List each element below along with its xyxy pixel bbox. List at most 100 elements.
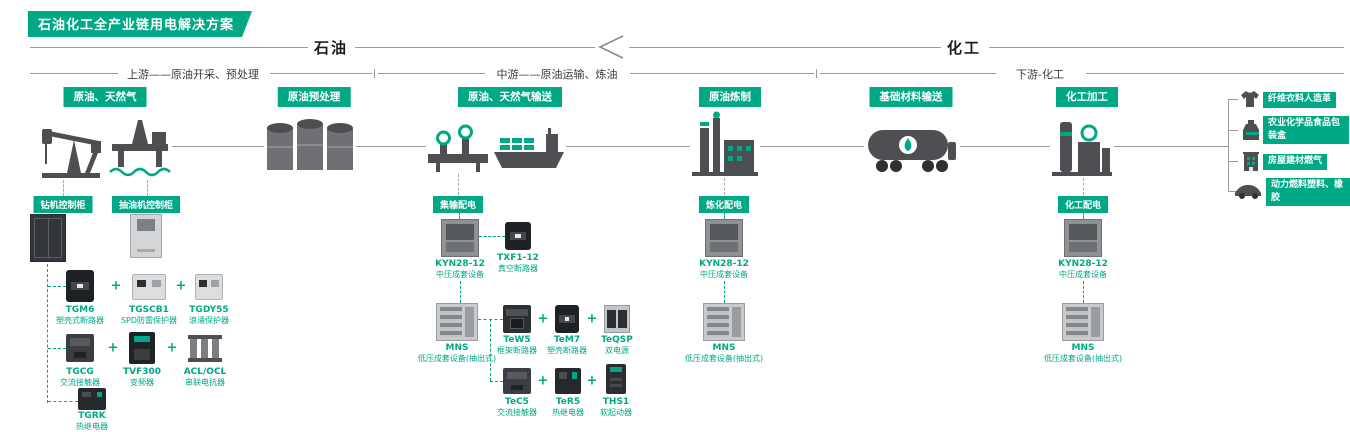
product-label-txf1: TXF1-12 真空断路器 <box>497 253 539 273</box>
stage-line <box>378 73 485 74</box>
product-label-tvf300: TVF300 变频器 <box>122 367 162 387</box>
plus-icon: + <box>107 340 119 356</box>
tanker-ship-icon <box>494 122 564 176</box>
dashed-connector <box>490 319 491 381</box>
dashed-connector <box>724 178 725 195</box>
product-label-ths1: THS1 软起动器 <box>600 397 632 417</box>
stage-line <box>1086 73 1344 74</box>
dashed-connector <box>460 281 461 303</box>
bracket-stub <box>1228 130 1238 131</box>
dashed-connector <box>1083 281 1084 303</box>
flask-icon <box>1242 119 1260 145</box>
pump-control-cabinet-image <box>130 214 162 258</box>
panel-badge-pump-control: 抽油机控制柜 <box>111 196 181 213</box>
product-image-kyn-chemical <box>1064 219 1102 257</box>
dashed-connector <box>459 209 460 219</box>
product-label-mns-refining: MNS 低压成套设备(抽出式) <box>684 343 764 363</box>
dashed-connector <box>724 281 725 303</box>
car-icon <box>1233 183 1263 203</box>
section-line <box>355 47 595 48</box>
product-image-mns-gathering <box>436 303 478 341</box>
panel-badge-drill-control: 钻机控制柜 <box>33 196 93 213</box>
product-label-mns-gathering: MNS 低压成套设备(抽出式) <box>417 343 497 363</box>
product-image-tem7 <box>555 305 579 333</box>
end-product-building: 房屋建材燃气 <box>1263 154 1328 170</box>
product-label-mns-chemical: MNS 低压成套设备(抽出式) <box>1043 343 1123 363</box>
product-image-mns-refining <box>703 303 745 341</box>
building-icon <box>1242 151 1260 175</box>
product-image-ter5 <box>555 368 581 394</box>
plus-icon: + <box>110 278 122 294</box>
tshirt-icon <box>1240 89 1260 113</box>
tanker-truck-icon <box>866 122 958 178</box>
plus-icon: + <box>537 311 549 327</box>
connector-line <box>172 146 264 147</box>
product-label-kyn-gathering: KYN28-12 中压成套设备 <box>435 259 485 279</box>
offshore-platform-icon <box>108 116 172 182</box>
product-label-tgrk: TGRK 热继电器 <box>76 411 108 431</box>
product-label-tec5: TeC5 交流接触器 <box>497 397 537 417</box>
product-image-teqsp <box>604 305 630 333</box>
stage-line <box>820 73 996 74</box>
product-image-tgrk <box>78 388 106 410</box>
connector-line <box>566 146 690 147</box>
connector-line <box>356 146 426 147</box>
product-label-tgm6: TGM6 塑壳式断路器 <box>56 305 104 325</box>
bracket-line <box>1228 99 1229 192</box>
product-image-txf1 <box>505 222 531 250</box>
badge-processing: 化工加工 <box>1056 87 1118 107</box>
dashed-connector <box>147 180 148 196</box>
connector-line <box>1114 146 1228 147</box>
section-title-oil: 石油 <box>313 39 349 57</box>
product-label-ter5: TeR5 热继电器 <box>552 397 584 417</box>
dashed-connector <box>1083 178 1084 195</box>
stage-tick <box>816 69 817 78</box>
product-image-tec5 <box>503 368 531 394</box>
product-image-tgscb1 <box>132 274 166 300</box>
badge-crude-gas: 原油、天然气 <box>63 87 147 107</box>
pumpjack-icon <box>40 118 104 182</box>
plus-icon: + <box>537 373 549 389</box>
end-product-agri: 农业化学品食品包装盒 <box>1263 116 1349 145</box>
panel-badge-chemical: 化工配电 <box>1057 196 1109 213</box>
product-label-tgscb1: TGSCB1 SPD防雷保护器 <box>120 305 178 325</box>
end-product-fiber: 纤维衣料人造革 <box>1263 92 1337 108</box>
product-image-ths1 <box>606 364 626 394</box>
dashed-connector <box>724 209 725 219</box>
end-product-fuel: 动力燃料塑料、橡胶 <box>1266 178 1350 207</box>
badge-refining: 原油炼制 <box>699 87 761 107</box>
section-line <box>989 47 1344 48</box>
section-line <box>629 47 941 48</box>
drill-control-cabinet-image <box>30 214 66 262</box>
badge-pretreatment: 原油预处理 <box>277 87 351 107</box>
stage-upstream: 上游——原油开采、预处理 <box>127 68 259 81</box>
product-image-kyn-gathering <box>441 219 479 257</box>
bracket-stub <box>1228 161 1238 162</box>
chemical-plant-icon <box>1052 112 1112 180</box>
section-line <box>30 47 308 48</box>
plus-icon: + <box>586 373 598 389</box>
dashed-connector <box>48 286 66 287</box>
product-image-acl-ocl <box>188 335 222 362</box>
product-image-tew5 <box>503 305 531 333</box>
pipeline-valves-icon <box>428 124 488 176</box>
product-image-tgcg <box>66 334 94 362</box>
section-title-chemical: 化工 <box>946 39 982 57</box>
stage-midstream: 中游——原油运输、炼油 <box>496 68 618 81</box>
dashed-connector <box>458 174 459 195</box>
dashed-connector <box>479 236 505 237</box>
stage-downstream: 下游-化工 <box>1016 68 1064 81</box>
product-label-tgdy55: TGDY55 浪涌保护器 <box>189 305 229 325</box>
badge-materials: 基础材料输送 <box>869 87 953 107</box>
product-label-tem7: TeM7 塑壳断路器 <box>547 335 587 355</box>
panel-badge-refining: 炼化配电 <box>698 196 750 213</box>
dashed-connector <box>48 401 78 402</box>
dashed-connector <box>48 348 66 349</box>
product-label-kyn-refining: KYN28-12 中压成套设备 <box>699 259 749 279</box>
bracket-stub <box>1228 191 1238 192</box>
product-image-tgdy55 <box>195 274 223 300</box>
page-title: 石油化工全产业链用电解决方案 <box>28 11 252 37</box>
dashed-connector <box>47 264 48 403</box>
storage-tanks-icon <box>266 116 354 176</box>
